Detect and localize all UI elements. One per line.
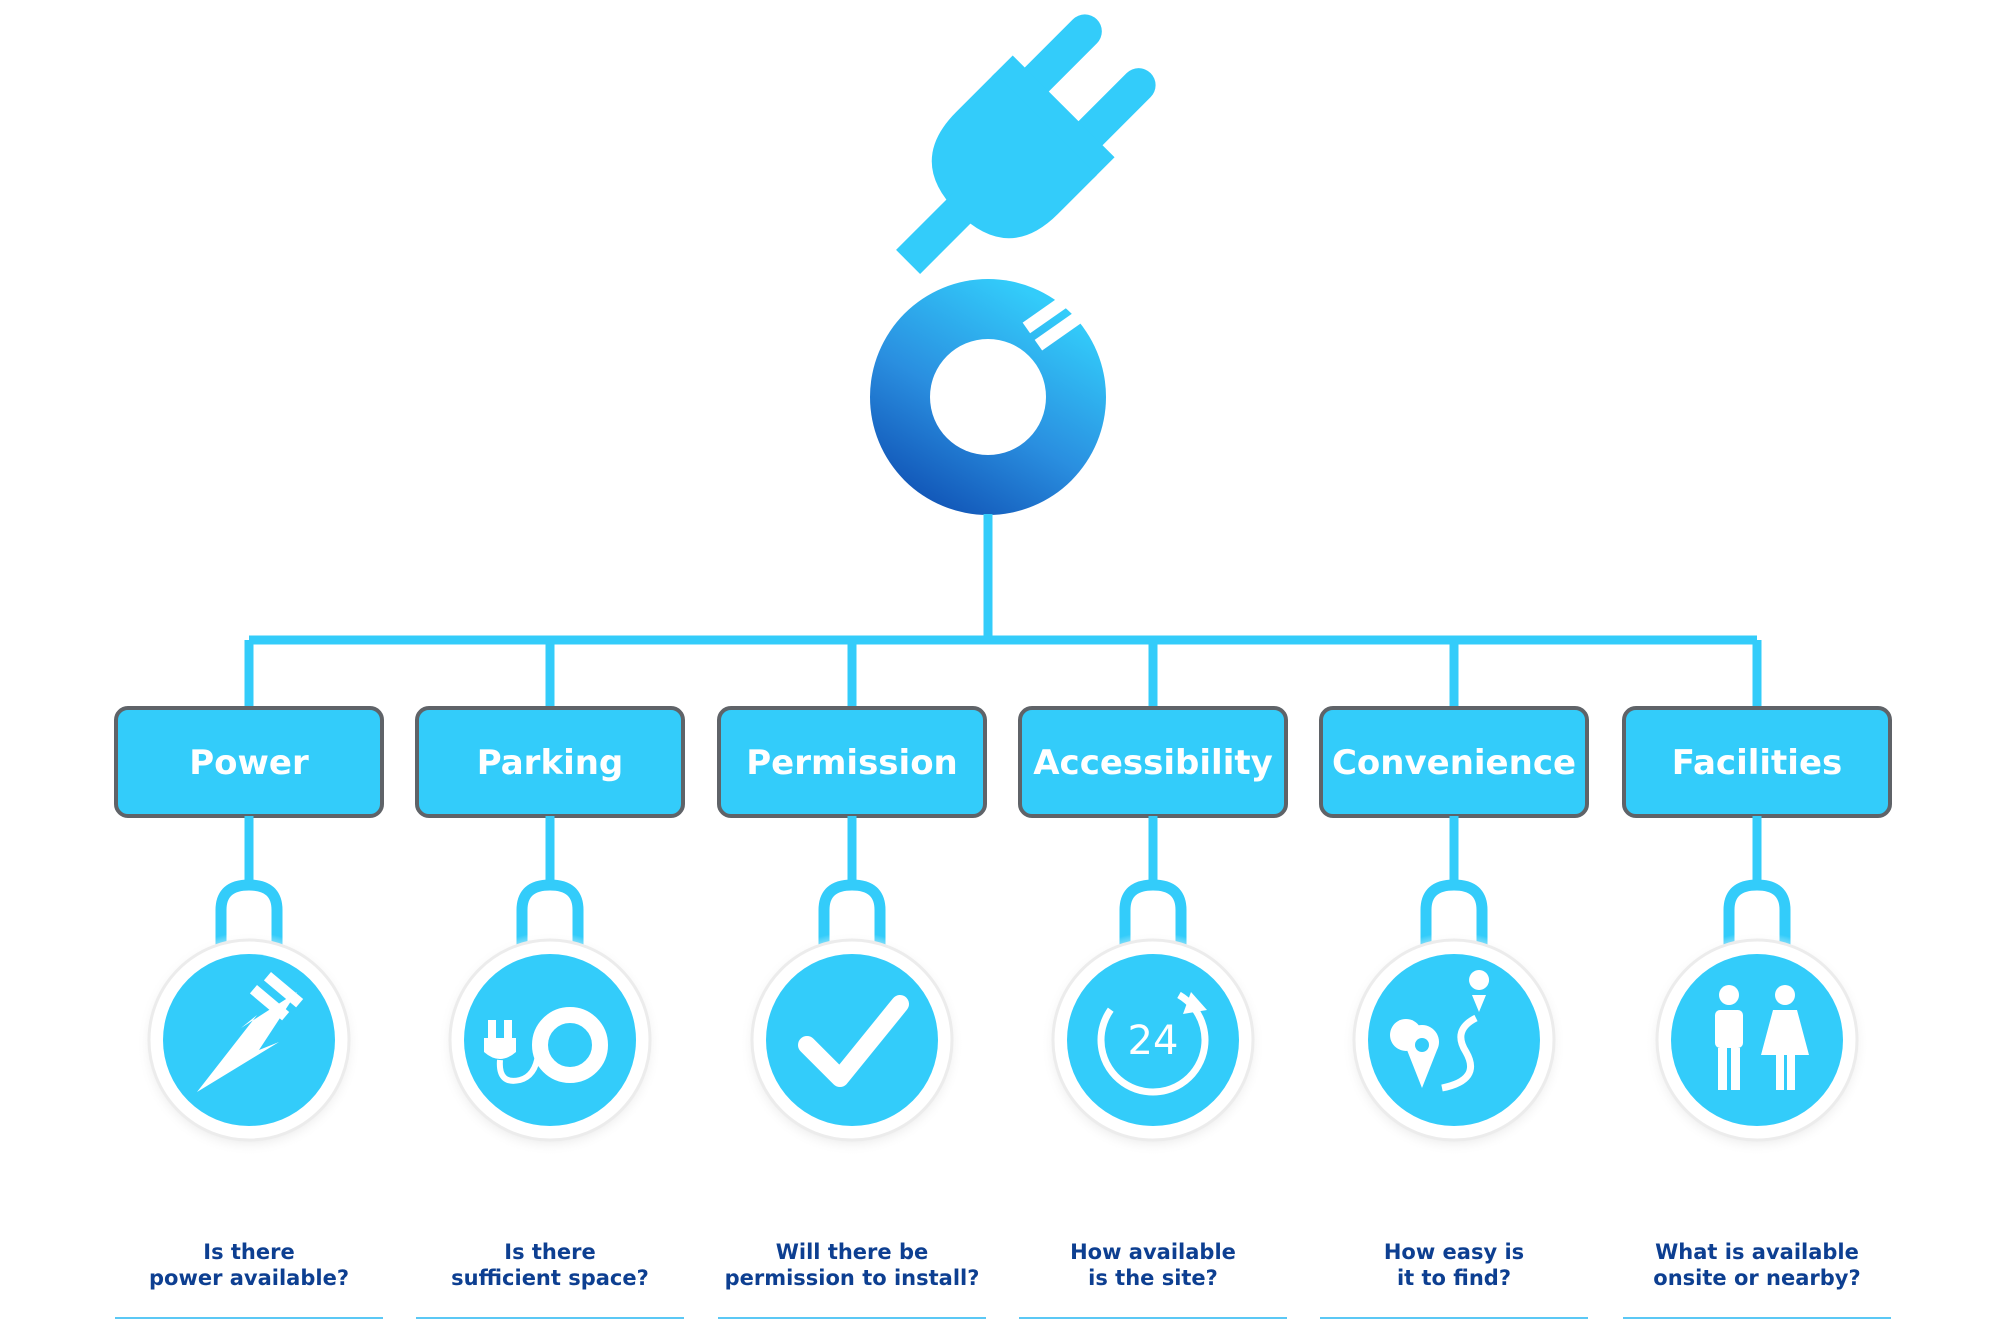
question-line-1: How available	[1070, 1240, 1236, 1264]
icon-medallion	[1368, 954, 1540, 1126]
icon-medallion	[1671, 954, 1843, 1126]
lightning-plug-icon	[197, 972, 304, 1092]
icon-medallion	[464, 954, 636, 1126]
connector-lines	[249, 514, 1757, 645]
plug-logo-icon	[870, 14, 1156, 515]
question-line-2: power available?	[149, 1266, 349, 1290]
plug-cable-icon	[484, 1007, 608, 1084]
question-line-2: permission to install?	[725, 1266, 980, 1290]
map-route-icon	[1390, 970, 1490, 1092]
question-line-2: is the site?	[1088, 1266, 1218, 1290]
hanger-loop	[516, 879, 584, 960]
question-line-1: What is available	[1655, 1240, 1859, 1264]
category-label: Permission	[746, 743, 958, 783]
icon-medallion	[1067, 954, 1239, 1126]
hanger-loop	[1119, 879, 1187, 960]
icon-medallion	[766, 954, 938, 1126]
category-label: Parking	[477, 743, 624, 783]
question-line-1: Will there be	[776, 1240, 929, 1264]
checkmark-icon	[798, 995, 909, 1087]
category-label: Convenience	[1332, 743, 1576, 783]
category-label: Accessibility	[1033, 743, 1273, 783]
question-line-2: it to find?	[1397, 1266, 1511, 1290]
question-line-1: Is there	[203, 1240, 294, 1264]
hanger-loop	[1723, 879, 1791, 960]
restroom-people-icon	[1715, 985, 1809, 1090]
category-label: Power	[189, 743, 309, 783]
category-label: Facilities	[1672, 743, 1843, 783]
hanger-loop	[818, 879, 886, 960]
question-line-2: onsite or nearby?	[1653, 1266, 1860, 1290]
hanger-loop	[215, 879, 283, 960]
question-line-2: sufficient space?	[451, 1266, 649, 1290]
question-line-1: Is there	[504, 1240, 595, 1264]
clock-24-text: 24	[1128, 1018, 1179, 1064]
question-line-1: How easy is	[1384, 1240, 1524, 1264]
hanger-loop	[1420, 879, 1488, 960]
